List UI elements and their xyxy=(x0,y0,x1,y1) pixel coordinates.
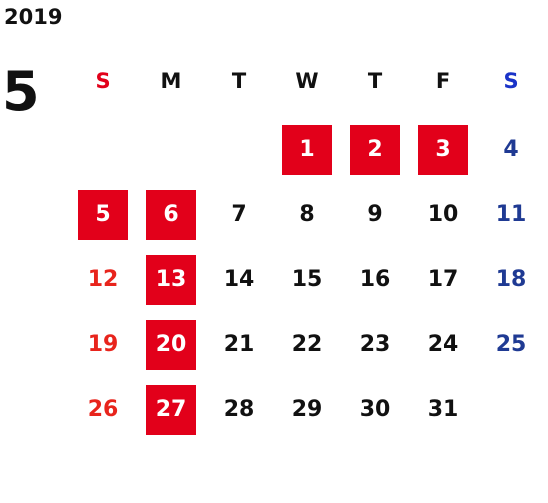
day-cell[interactable]: 31 xyxy=(409,377,477,442)
holiday-day: 13 xyxy=(146,254,196,305)
day-cell[interactable]: 29 xyxy=(273,377,341,442)
weekday-label: S xyxy=(503,69,519,93)
weekday-label: T xyxy=(367,69,383,93)
day-number: 19 xyxy=(87,332,119,357)
day-cell[interactable]: 17 xyxy=(409,247,477,312)
day-cell[interactable]: 9 xyxy=(341,182,409,247)
month-number: 5 xyxy=(2,60,40,123)
day-number: 7 xyxy=(231,202,247,227)
day-cell[interactable]: 20 xyxy=(137,312,205,377)
day-cell[interactable]: 13 xyxy=(137,247,205,312)
day-cell[interactable]: 23 xyxy=(341,312,409,377)
day-cell[interactable]: 24 xyxy=(409,312,477,377)
day-cell[interactable]: 18 xyxy=(477,247,545,312)
day-number: 16 xyxy=(359,267,391,292)
day-cell[interactable]: 6 xyxy=(137,182,205,247)
day-number: 31 xyxy=(427,397,459,422)
day-cell[interactable]: 28 xyxy=(205,377,273,442)
day-cell[interactable]: 10 xyxy=(409,182,477,247)
day-number: 23 xyxy=(359,332,391,357)
day-cell[interactable]: 12 xyxy=(69,247,137,312)
day-cell[interactable]: 27 xyxy=(137,377,205,442)
day-cell[interactable]: 26 xyxy=(69,377,137,442)
day-number: 30 xyxy=(359,397,391,422)
weekday-label: T xyxy=(231,69,247,93)
weekday-label: M xyxy=(160,69,182,93)
day-number: 11 xyxy=(495,202,527,227)
day-cell[interactable]: 14 xyxy=(205,247,273,312)
empty-cell xyxy=(137,117,205,182)
day-number: 4 xyxy=(503,137,519,162)
day-number: 14 xyxy=(223,267,255,292)
weekday-label: S xyxy=(95,69,111,93)
empty-cell xyxy=(205,117,273,182)
holiday-day: 2 xyxy=(350,124,400,175)
day-cell[interactable]: 21 xyxy=(205,312,273,377)
day-cell[interactable]: 3 xyxy=(409,117,477,182)
day-cell[interactable]: 8 xyxy=(273,182,341,247)
day-cell[interactable]: 2 xyxy=(341,117,409,182)
day-number: 8 xyxy=(299,202,315,227)
day-number: 17 xyxy=(427,267,459,292)
holiday-day: 1 xyxy=(282,124,332,175)
day-cell[interactable]: 19 xyxy=(69,312,137,377)
day-number: 10 xyxy=(427,202,459,227)
day-cell[interactable]: 15 xyxy=(273,247,341,312)
holiday-day: 5 xyxy=(78,189,128,240)
day-cell[interactable]: 4 xyxy=(477,117,545,182)
day-cell[interactable]: 5 xyxy=(69,182,137,247)
day-cell[interactable]: 16 xyxy=(341,247,409,312)
empty-cell xyxy=(69,117,137,182)
day-number: 25 xyxy=(495,332,527,357)
day-number: 26 xyxy=(87,397,119,422)
day-cell[interactable]: 1 xyxy=(273,117,341,182)
weekday-label: F xyxy=(435,69,451,93)
day-number: 29 xyxy=(291,397,323,422)
day-number: 18 xyxy=(495,267,527,292)
day-cell[interactable]: 30 xyxy=(341,377,409,442)
day-number: 21 xyxy=(223,332,255,357)
day-cell[interactable]: 7 xyxy=(205,182,273,247)
day-cell[interactable]: 25 xyxy=(477,312,545,377)
day-number: 22 xyxy=(291,332,323,357)
day-number: 9 xyxy=(367,202,383,227)
weekday-label: W xyxy=(295,69,319,93)
year-label: 2019 xyxy=(4,5,63,29)
holiday-day: 20 xyxy=(146,319,196,370)
day-number: 15 xyxy=(291,267,323,292)
day-cell[interactable]: 11 xyxy=(477,182,545,247)
day-number: 12 xyxy=(87,267,119,292)
holiday-day: 3 xyxy=(418,124,468,175)
holiday-day: 6 xyxy=(146,189,196,240)
day-number: 24 xyxy=(427,332,459,357)
day-number: 28 xyxy=(223,397,255,422)
day-cell[interactable]: 22 xyxy=(273,312,341,377)
holiday-day: 27 xyxy=(146,384,196,435)
